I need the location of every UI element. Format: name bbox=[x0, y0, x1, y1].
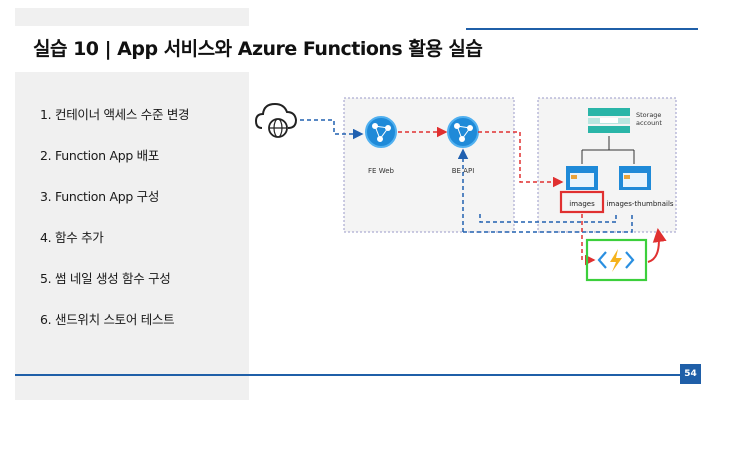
app-service-icon bbox=[365, 116, 397, 148]
blob-container-icon bbox=[619, 166, 651, 190]
storage-label-1: Storage bbox=[636, 111, 661, 119]
top-rule bbox=[466, 28, 698, 30]
step-item: 6. 샌드위치 스토어 테스트 bbox=[40, 312, 175, 327]
be-api-label: BE API bbox=[452, 167, 475, 175]
page-number-badge: 54 bbox=[680, 364, 701, 384]
architecture-diagram: FE Web BE API Storage account bbox=[254, 97, 677, 282]
title-bar bbox=[15, 26, 465, 72]
line-be-to-thumbnails-2 bbox=[479, 214, 617, 223]
step-list: 1. 컨테이너 액세스 수준 변경 2. Function App 배포 3. … bbox=[40, 104, 190, 350]
storage-tree-lines bbox=[581, 136, 635, 164]
arrow-images-to-function bbox=[581, 214, 596, 266]
app-service-icon bbox=[447, 116, 479, 148]
left-panel bbox=[15, 8, 249, 400]
step-item: 5. 썸 네일 생성 함수 구성 bbox=[40, 271, 171, 286]
blob-container-icon bbox=[566, 166, 598, 190]
bottom-rule bbox=[15, 374, 680, 376]
fe-web-label: FE Web bbox=[368, 167, 394, 175]
step-item: 1. 컨테이너 액세스 수준 변경 bbox=[40, 107, 190, 122]
thumbnails-label: images-thumbnails bbox=[606, 200, 673, 208]
storage-label-2: account bbox=[636, 119, 662, 127]
storage-account-icon bbox=[588, 108, 630, 133]
app-services-group bbox=[343, 97, 515, 233]
images-highlight bbox=[559, 190, 605, 214]
line-be-to-thumbnails bbox=[463, 214, 633, 233]
cloud-globe-icon bbox=[254, 102, 298, 138]
step-item: 2. Function App 배포 bbox=[40, 148, 160, 163]
function-icon bbox=[597, 249, 635, 272]
images-label: images bbox=[569, 200, 595, 208]
arrow-be-to-images bbox=[478, 131, 564, 188]
slide-title: 실습 10 | App 서비스와 Azure Functions 활용 실습 bbox=[33, 38, 483, 60]
step-item: 3. Function App 구성 bbox=[40, 189, 160, 204]
function-highlight bbox=[585, 238, 648, 282]
step-item: 4. 함수 추가 bbox=[40, 230, 104, 245]
arrow-cloud-to-fe bbox=[300, 119, 364, 140]
arrow-function-to-thumbnails bbox=[647, 228, 667, 263]
